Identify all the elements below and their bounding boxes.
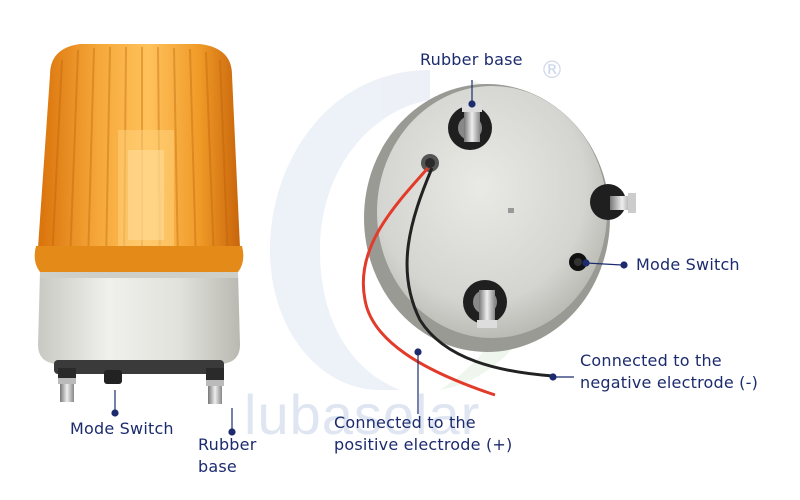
beacon-light [34, 44, 244, 404]
leader-lines [111, 80, 628, 436]
watermark-text: lubasolar [244, 383, 481, 446]
label-negative-line1: Connected to the [580, 351, 722, 370]
right-bolt-icon [206, 368, 224, 404]
red-wire-icon [361, 166, 496, 397]
label-rubber-base-top: Rubber base [420, 50, 523, 69]
label-negative-electrode: Connected to the negative electrode (-) [580, 350, 758, 394]
label-rubber-base-bottom: Rubber base [198, 434, 256, 478]
black-wire-icon [405, 167, 554, 378]
rubber-foot-bottom-icon [463, 280, 507, 328]
label-rubber-base-bottom-line1: Rubber [198, 435, 257, 454]
label-positive-line1: Connected to the [334, 413, 476, 432]
mode-switch-knob-icon [104, 370, 122, 384]
label-mode-switch-right: Mode Switch [636, 255, 740, 274]
left-bolt-icon [58, 368, 76, 402]
rubber-foot-right-icon [590, 184, 636, 220]
label-positive-line2: positive electrode (+) [334, 435, 513, 454]
label-positive-electrode: Connected to the positive electrode (+) [334, 412, 512, 456]
label-negative-line2: negative electrode (-) [580, 373, 759, 392]
label-mode-switch-left: Mode Switch [70, 419, 174, 438]
beacon-bottom-view [361, 84, 636, 397]
registered-mark: ® [540, 56, 564, 84]
rubber-foot-top-icon [448, 104, 492, 150]
label-rubber-base-bottom-line2: base [198, 457, 237, 476]
